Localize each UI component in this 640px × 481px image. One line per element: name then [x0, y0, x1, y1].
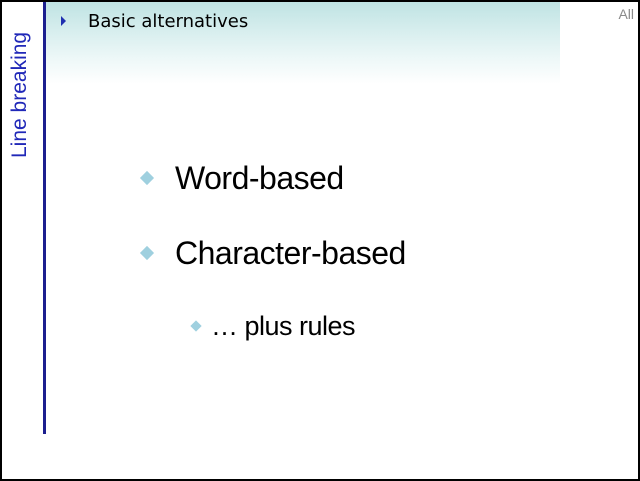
bullet-item-character-based: Character-based — [139, 234, 406, 272]
triangle-right-icon — [61, 16, 66, 26]
diamond-bullet-icon — [190, 320, 202, 332]
diamond-bullet-icon — [139, 245, 155, 261]
slide-title: Basic alternatives — [88, 11, 249, 32]
left-vertical-rule — [43, 2, 46, 434]
section-label: All — [618, 6, 634, 22]
bullet-text: Character-based — [175, 235, 406, 271]
bullet-item-word-based: Word-based — [139, 159, 344, 197]
diamond-bullet-icon — [139, 170, 155, 186]
sub-bullet-item-plus-rules: … plus rules — [190, 309, 356, 343]
bullet-text: Word-based — [175, 160, 344, 196]
sub-bullet-text: … plus rules — [211, 311, 356, 341]
header-gradient-band — [46, 2, 560, 84]
side-title: Line breaking — [8, 31, 31, 158]
